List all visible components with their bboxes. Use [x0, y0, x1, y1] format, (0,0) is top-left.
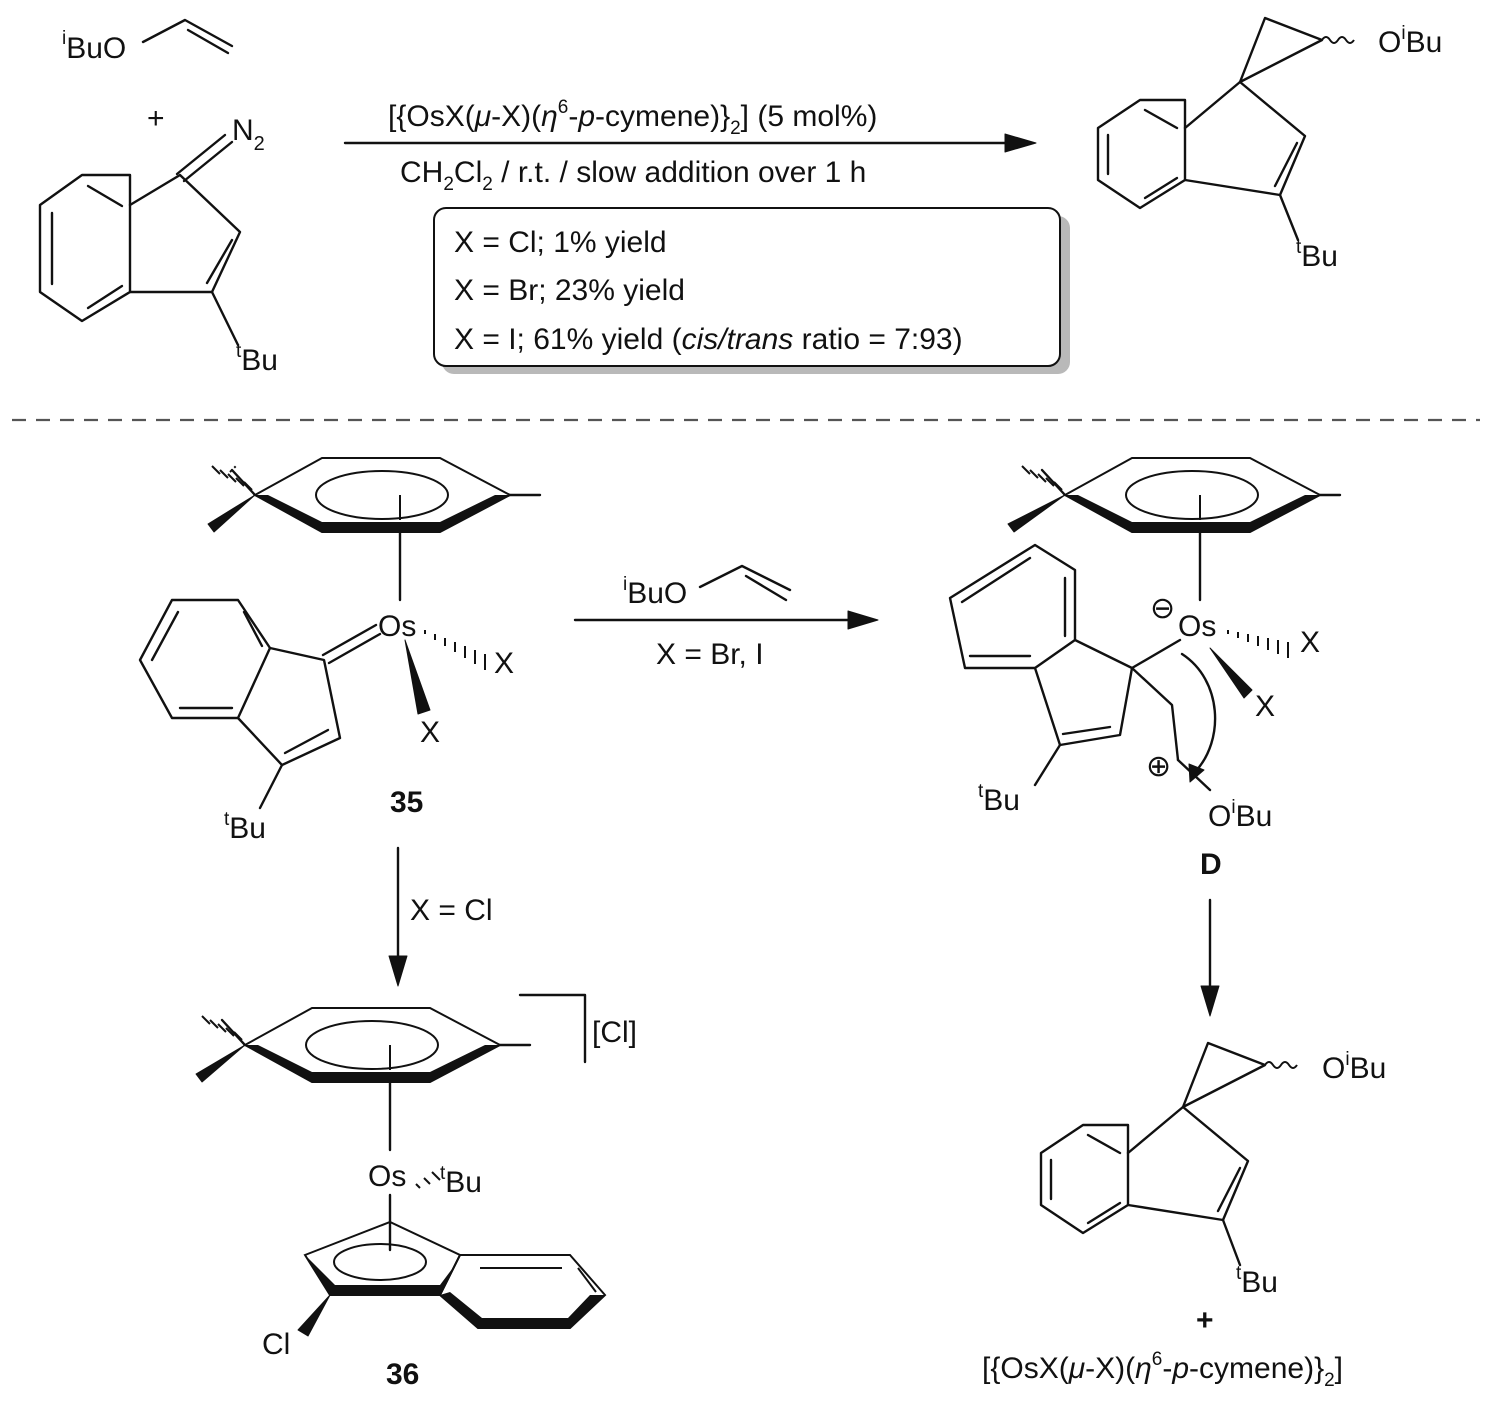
- intermediate-D: ⊖ Os X X tBu ⊕ OiBu D: [948, 457, 1342, 881]
- tbu-label-35: tBu: [224, 809, 266, 845]
- product-oibu-label: OiBu: [1378, 23, 1442, 59]
- os-label-35: Os: [378, 610, 416, 643]
- compound-36-label: 36: [386, 1358, 419, 1391]
- product-spirocyclopropane: OiBu tBu: [1096, 16, 1442, 273]
- x-label-D-a: X: [1300, 626, 1320, 659]
- arrow-D-to-product: [1200, 898, 1220, 1017]
- yields-box: X = Cl; 1% yield X = Br; 23% yield X = I…: [433, 207, 1070, 374]
- arrow-condition-br-i: X = Br, I: [656, 638, 764, 671]
- vinyl-ether-label: iBuO: [62, 28, 126, 65]
- complex-35: Os X X tBu 35: [138, 598, 514, 845]
- arrow-reagent-label: iBuO: [623, 574, 687, 610]
- product-spirocyclopropane-bottom: OiBu tBu: [1039, 1041, 1386, 1299]
- main-reaction-arrow: [{OsX(μ-X)(η6-p-cymene)}2] (5 mol%) CH2C…: [343, 97, 1037, 195]
- complex-36: [Cl] Os tBu Cl 36: [195, 993, 637, 1391]
- x-label-35-a: X: [494, 647, 514, 680]
- product-bottom-tbu-label: tBu: [1236, 1263, 1278, 1299]
- diazo-indene-reagent: N2 tBu: [38, 114, 278, 377]
- product-tbu-label: tBu: [1296, 237, 1338, 273]
- tbu-label-reactant: tBu: [236, 341, 278, 377]
- diazo-label: N2: [232, 114, 265, 155]
- catalyst-condition: [{OsX(μ-X)(η6-p-cymene)}2] (5 mol%): [388, 97, 877, 139]
- oibu-label-D: OiBu: [1208, 797, 1272, 833]
- tbu-label-D: tBu: [978, 781, 1020, 817]
- x-label-D-b: X: [1255, 690, 1275, 723]
- regenerated-catalyst: [{OsX(μ-X)(η6-p-cymene)}2]: [982, 1349, 1343, 1391]
- yield-row-i: X = I; 61% yield (cis/trans ratio = 7:93…: [454, 323, 963, 356]
- compound-D-label: D: [1200, 848, 1222, 881]
- plus-charge: ⊕: [1146, 750, 1171, 783]
- yield-row-cl: X = Cl; 1% yield: [454, 226, 667, 259]
- tbu-label-36: tBu: [440, 1163, 482, 1199]
- arrow-condition-cl: X = Cl: [410, 894, 493, 927]
- os-label-D: Os: [1178, 610, 1216, 643]
- cymene-ligand-35: [207, 457, 542, 602]
- os-label-36: Os: [368, 1160, 406, 1193]
- arrow-35-to-D: iBuO X = Br, I: [573, 564, 879, 671]
- cl-label-36: Cl: [262, 1328, 290, 1361]
- vinyl-ether-reagent: iBuO: [62, 18, 234, 65]
- arrow-35-to-36: X = Cl: [388, 846, 493, 987]
- minus-charge: ⊖: [1150, 592, 1175, 625]
- product-bottom-oibu-label: OiBu: [1322, 1049, 1386, 1085]
- x-label-35-b: X: [420, 716, 440, 749]
- compound-35-label: 35: [390, 786, 423, 819]
- solvent-condition: CH2Cl2 / r.t. / slow addition over 1 h: [400, 156, 866, 195]
- plus-sign-top: +: [147, 102, 165, 135]
- counterion-label: [Cl]: [592, 1016, 637, 1049]
- yield-row-br: X = Br; 23% yield: [454, 274, 685, 307]
- plus-sign-bottom: +: [1196, 1304, 1214, 1337]
